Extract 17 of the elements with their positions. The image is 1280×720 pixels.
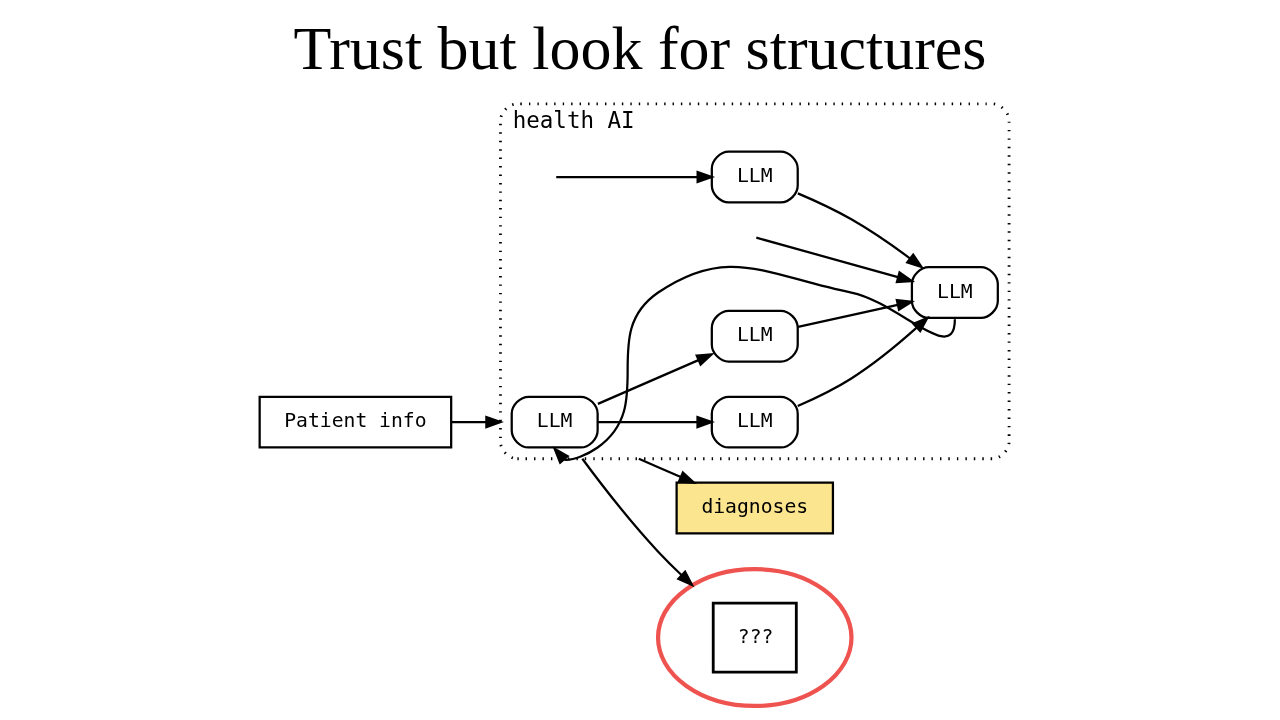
node-box: diagnoses xyxy=(675,481,835,535)
arrow xyxy=(597,353,715,405)
node-box: LLM xyxy=(510,395,599,449)
arrow xyxy=(797,192,925,270)
arrow xyxy=(597,415,715,429)
arrow xyxy=(451,415,504,429)
arrow xyxy=(797,298,915,329)
node-box: LLM xyxy=(710,309,799,363)
arrow xyxy=(556,170,716,184)
diagram-title: Trust but look for structures xyxy=(293,13,987,82)
arrow xyxy=(638,457,698,484)
arrow xyxy=(581,458,695,588)
node-box: LLM xyxy=(710,395,799,449)
node-box: LLM xyxy=(910,266,999,320)
node-box: LLM xyxy=(710,150,799,204)
node-box: Patient info xyxy=(258,395,453,449)
arrow xyxy=(756,236,916,284)
